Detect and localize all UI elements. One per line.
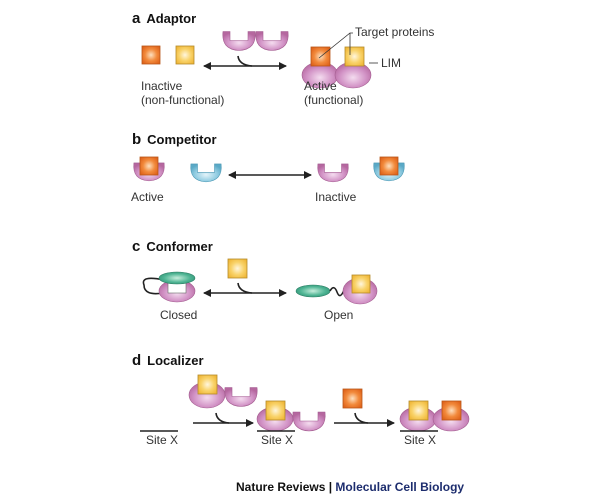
closed-label: Closed: [160, 308, 198, 322]
target-protein-bound: [351, 274, 371, 294]
open-label: Open: [324, 308, 354, 322]
binding-curve-1: [215, 412, 230, 424]
non-functional-label: (non-functional): [141, 93, 225, 107]
lim-domain-free-1: [222, 31, 256, 51]
panel-b-title: b Competitor: [132, 131, 217, 148]
active-label: Active: [304, 79, 337, 93]
panel-name: Competitor: [147, 132, 217, 147]
target-proteins-label: Target proteins: [355, 25, 435, 39]
lim-domain-free-2: [255, 31, 289, 51]
panel-a-title: a Adaptor: [132, 10, 196, 27]
journal-credit: Nature Reviews | Molecular Cell Biology: [236, 480, 464, 494]
bound-target-yellow: [344, 46, 365, 67]
journal-section: Molecular Cell Biology: [335, 480, 465, 494]
panel-letter: a: [132, 10, 141, 27]
inactive-label: Inactive: [315, 190, 357, 204]
site-x-label-2: Site X: [261, 433, 294, 447]
competitor-free: [190, 163, 222, 183]
target-protein-free: [227, 258, 248, 279]
panel-c-conformer: [142, 258, 378, 305]
panel-letter: b: [132, 131, 142, 148]
orange-target-free: [342, 388, 363, 409]
panel-name: Localizer: [147, 353, 204, 368]
open-linker: [329, 286, 345, 297]
yellow-target-at-site: [265, 400, 286, 421]
panel-c-title: c Conformer: [132, 238, 213, 255]
target-protein-orange: [141, 45, 161, 65]
inactive-label: Inactive: [141, 79, 183, 93]
site-x-label-1: Site X: [146, 433, 179, 447]
intramolecular-linker: [142, 277, 165, 295]
panel-b-competitor: [133, 156, 405, 183]
panel-letter: c: [132, 238, 141, 255]
panel-name: Adaptor: [146, 11, 197, 26]
panel-d-localizer: [140, 374, 470, 432]
target-protein-on-competitor: [379, 156, 399, 176]
binding-curve: [237, 282, 253, 294]
functional-label: (functional): [304, 93, 364, 107]
yellow-target-complexed: [197, 374, 218, 395]
binding-curve: [237, 55, 253, 67]
panel-name: Conformer: [146, 239, 213, 254]
orange-target-final: [441, 400, 462, 421]
intramolecular-domain-closed: [158, 271, 196, 285]
lim-label: LIM: [381, 56, 402, 70]
target-proteins-callout: [318, 32, 353, 59]
lim-domain-free: [317, 163, 349, 183]
target-protein-bound: [139, 156, 159, 176]
lim-domain-2-at-site: [292, 411, 326, 432]
panel-letter: d: [132, 352, 142, 369]
active-label: Active: [131, 190, 164, 204]
panel-a-adaptor: [141, 31, 378, 89]
intramolecular-domain-open: [295, 284, 331, 298]
target-protein-yellow: [175, 45, 195, 65]
panel-d-title: d Localizer: [132, 352, 204, 369]
journal-separator: |: [325, 480, 336, 494]
journal-name: Nature Reviews: [236, 480, 326, 494]
binding-curve-2: [354, 412, 369, 424]
lim-domain-2-unbound: [224, 387, 258, 407]
site-x-label-3: Site X: [404, 433, 437, 447]
yellow-target-final: [408, 400, 429, 421]
